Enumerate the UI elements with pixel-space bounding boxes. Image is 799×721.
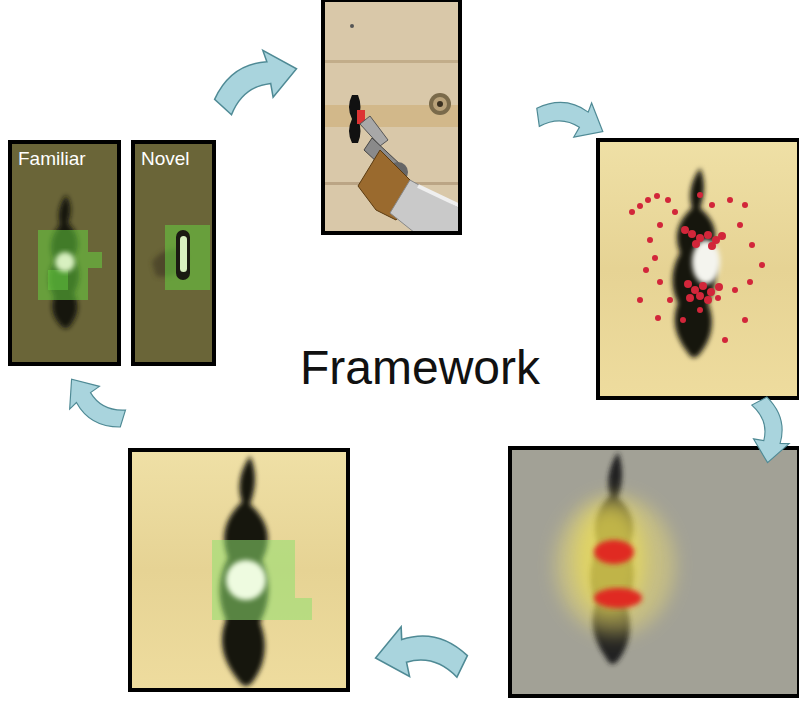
image-panel: Novel <box>131 140 216 366</box>
robot-photo <box>323 0 460 233</box>
grasp-panel <box>130 450 348 690</box>
familiar-novel-panels <box>8 140 216 366</box>
panel-caption: Novel <box>135 144 190 170</box>
image-panel: Familiar <box>8 140 121 366</box>
panel-caption: Familiar <box>12 144 86 170</box>
contact-points-panel <box>598 140 799 398</box>
center-title: Framework <box>300 340 540 396</box>
heatmap-panel <box>510 448 799 696</box>
cycle-arrows <box>56 45 796 693</box>
